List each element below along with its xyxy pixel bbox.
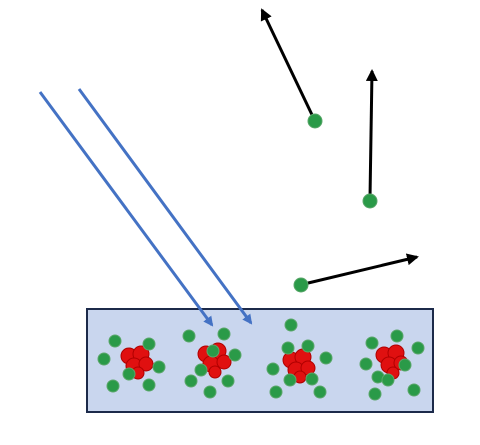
ejection-trajectory-arrow	[365, 69, 378, 199]
cluster-particles	[266, 318, 333, 399]
cluster-particles	[97, 334, 166, 393]
substrate-cluster	[97, 334, 166, 393]
cluster-particles	[359, 329, 425, 401]
incident-beam-arrow	[77, 88, 253, 325]
ejection-trajectory-arrow	[303, 253, 419, 286]
ejected-particle	[362, 193, 378, 209]
incident-beams	[38, 88, 253, 327]
ejected-particle	[293, 277, 309, 293]
incident-beam-arrow	[38, 91, 214, 327]
substrate-cluster	[359, 329, 425, 401]
substrate-cluster	[182, 327, 242, 399]
cluster-core	[282, 348, 316, 384]
ejected-particles	[260, 8, 419, 293]
ejected-particle	[307, 113, 323, 129]
substrate-cluster	[266, 318, 333, 399]
cluster-particles	[182, 327, 242, 399]
ejection-trajectory-arrow	[260, 8, 316, 120]
